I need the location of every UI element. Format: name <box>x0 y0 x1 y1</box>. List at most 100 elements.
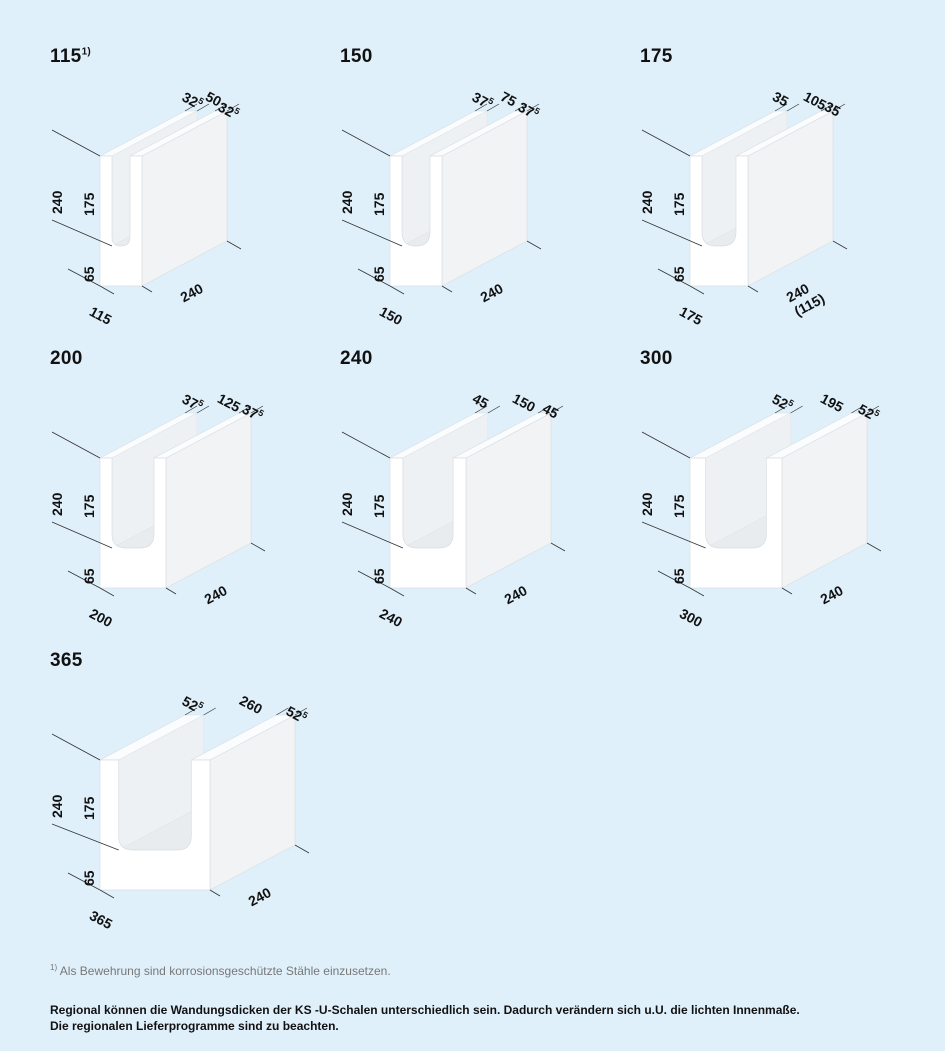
height-leader-bottom <box>357 570 391 589</box>
height-total-label-value: 240 <box>339 190 355 214</box>
wall-tick <box>774 103 788 112</box>
height-leader-top <box>341 431 391 459</box>
height-total-label: 240 <box>49 492 65 516</box>
wall-tick <box>550 405 564 414</box>
wall-tick <box>790 405 803 414</box>
block-title: 200 <box>50 348 83 370</box>
height-leader-mid <box>341 219 403 247</box>
width-tick-right <box>141 285 153 293</box>
width-tick-right <box>747 285 759 293</box>
wall-tick <box>196 405 210 414</box>
block-title: 150 <box>340 46 373 68</box>
block-title-value: 150 <box>340 46 373 67</box>
wall-tick <box>276 707 289 716</box>
width-tick-right <box>465 587 477 595</box>
height-upper-label-value: 175 <box>371 494 387 518</box>
footnote-text: Als Bewehrung sind korrosionsgeschützte … <box>59 964 391 978</box>
block-front-face <box>389 457 467 589</box>
height-leader-bottom <box>357 268 391 287</box>
height-total-label-value: 240 <box>49 492 65 516</box>
height-lower-label-value: 65 <box>81 870 97 886</box>
wall-tick <box>487 405 501 414</box>
height-leader-top <box>51 431 101 459</box>
wall-tick <box>184 405 198 414</box>
block-front-face <box>99 759 211 891</box>
wall-tick <box>851 405 864 414</box>
height-upper-label: 175 <box>81 797 97 820</box>
block-title: 1151) <box>50 46 91 68</box>
width-tick-right <box>441 285 453 293</box>
wall-tick <box>214 103 228 112</box>
height-lower-label: 65 <box>671 568 687 584</box>
block-title: 300 <box>640 348 673 370</box>
height-upper-label-value: 175 <box>81 192 97 216</box>
height-lower-label: 65 <box>81 266 97 282</box>
u-block-drawing <box>341 103 542 295</box>
wall-tick <box>537 405 551 414</box>
block-front-face <box>389 155 443 287</box>
wall-tick <box>238 405 252 414</box>
block-side-face <box>209 714 296 891</box>
height-total-label: 240 <box>639 190 655 214</box>
height-leader-bottom <box>67 872 101 891</box>
width-tick-right <box>209 889 221 897</box>
height-upper-label: 175 <box>671 192 687 216</box>
height-leader-mid <box>641 521 706 549</box>
block-title: 365 <box>50 650 83 672</box>
height-leader-mid <box>51 823 119 851</box>
wall-tick <box>820 103 834 112</box>
height-upper-label-value: 175 <box>671 494 687 518</box>
u-block-drawing <box>51 405 266 597</box>
height-lower-label: 65 <box>671 266 687 282</box>
wall-tick <box>774 405 788 414</box>
height-lower-label-value: 65 <box>371 266 387 282</box>
height-total-label: 240 <box>339 493 355 516</box>
height-total-label-value: 240 <box>49 190 65 214</box>
wall-tick <box>866 405 880 414</box>
height-total-label: 240 <box>49 795 65 818</box>
block-front-face <box>689 457 783 589</box>
wall-tick <box>250 405 264 414</box>
width-tick-left <box>99 587 115 597</box>
height-leader-top <box>641 129 691 157</box>
height-lower-label-value: 65 <box>371 568 387 584</box>
wall-tick <box>786 103 800 112</box>
height-upper-label-value: 175 <box>671 192 687 216</box>
height-leader-top <box>341 129 391 157</box>
height-leader-mid <box>51 219 113 247</box>
block-title-value: 240 <box>340 348 373 369</box>
u-block-drawing <box>641 405 882 597</box>
regional-note: Regional können die Wandungsdicken der K… <box>50 1002 930 1034</box>
depth-tick <box>866 542 882 552</box>
height-leader-mid <box>51 521 113 549</box>
depth-tick <box>550 542 566 552</box>
wall-tick <box>514 103 528 112</box>
height-leader-bottom <box>67 268 101 287</box>
block-front-face <box>99 457 167 589</box>
depth-tick <box>226 240 242 250</box>
width-tick-left <box>689 587 705 597</box>
height-total-label: 240 <box>339 190 355 214</box>
wall-tick <box>832 103 846 112</box>
height-total-label: 240 <box>639 492 655 516</box>
width-tick-right <box>165 587 177 595</box>
height-lower-label: 65 <box>371 266 387 282</box>
height-upper-label: 175 <box>671 494 687 518</box>
height-lower-label: 65 <box>371 568 387 584</box>
height-upper-label-value: 175 <box>371 192 387 216</box>
block-front-face <box>99 155 143 287</box>
height-lower-label-value: 65 <box>81 568 97 584</box>
height-total-label-value: 240 <box>639 190 655 214</box>
height-leader-bottom <box>657 268 691 287</box>
block-title-value: 200 <box>50 348 83 369</box>
height-leader-mid <box>641 219 703 247</box>
height-total-label-value: 240 <box>639 492 655 516</box>
wall-tick <box>196 103 210 112</box>
